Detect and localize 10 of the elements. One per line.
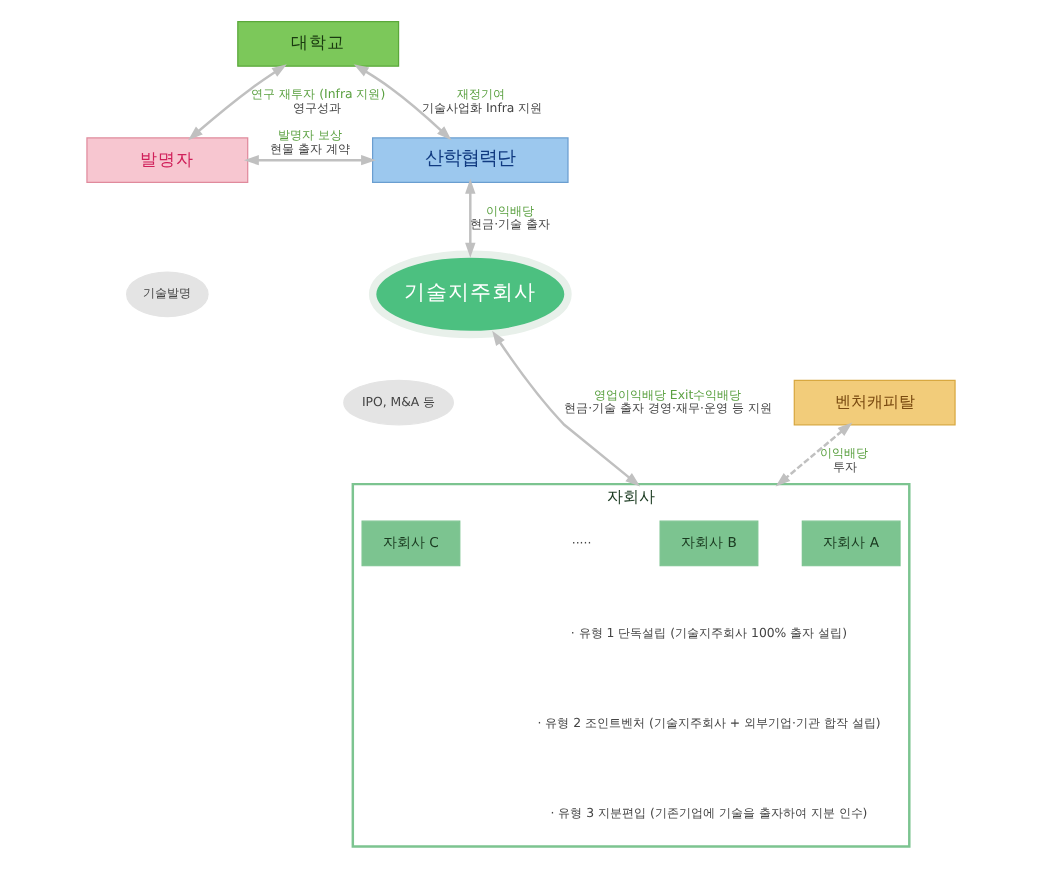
arrow — [492, 330, 641, 487]
node-ellipse: 기술지주회사 — [368, 250, 572, 339]
arrow — [775, 422, 853, 487]
node-box: 발명자 — [86, 137, 249, 183]
arrow — [465, 178, 476, 258]
arrow — [188, 64, 287, 141]
arrow — [353, 64, 452, 141]
arrow — [244, 154, 376, 166]
node-box: 산학협력단 — [372, 137, 569, 183]
node-box: 대학교 — [237, 21, 400, 67]
